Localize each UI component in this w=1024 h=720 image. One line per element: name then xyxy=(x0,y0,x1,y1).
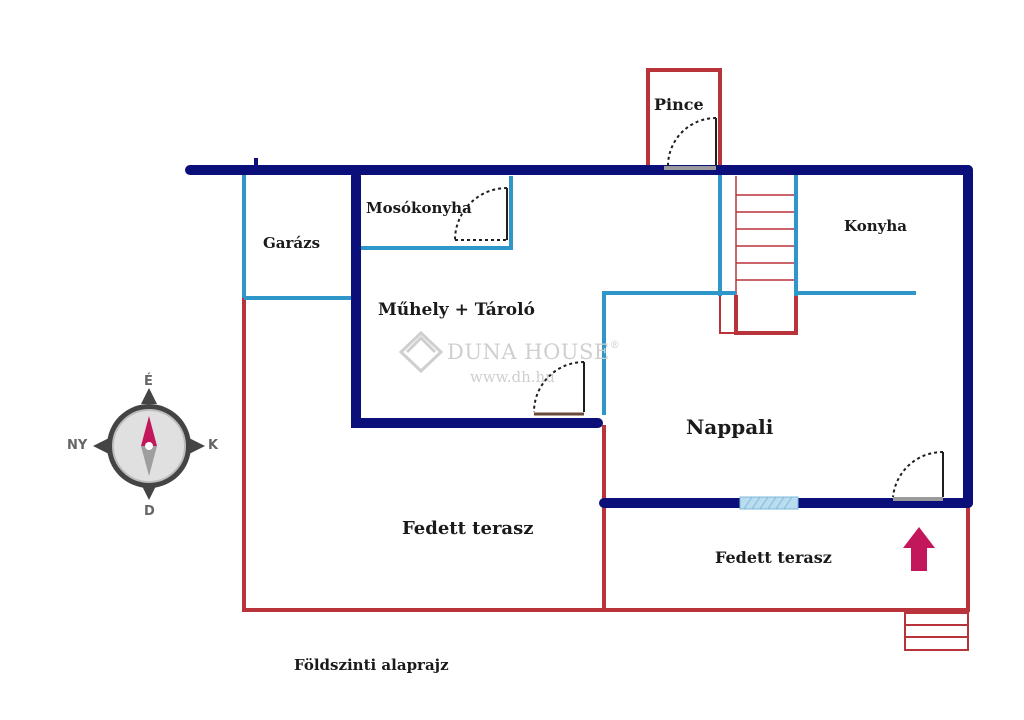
entry-steps xyxy=(904,612,969,651)
room-label-terasz-left: Fedett terasz xyxy=(402,518,534,539)
room-label-garazs: Garázs xyxy=(263,234,321,252)
compass-west: NY xyxy=(67,438,88,453)
room-label-konyha: Konyha xyxy=(844,217,907,235)
duna-house-logo-icon xyxy=(398,330,444,374)
terrace-walls xyxy=(242,68,970,651)
door-nappali xyxy=(892,450,944,501)
mosokonyha-walls xyxy=(356,176,513,250)
nappali-inner-wall xyxy=(602,291,736,415)
room-label-pince: Pince xyxy=(654,95,704,114)
window-hatch xyxy=(743,496,793,510)
compass-south: D xyxy=(144,504,155,519)
watermark-brand: DUNA HOUSE® xyxy=(447,340,620,364)
doors xyxy=(454,117,944,501)
compass-icon xyxy=(93,388,205,500)
stair-landing xyxy=(734,295,798,335)
watermark-registered: ® xyxy=(609,340,621,351)
watermark-brand-text: DUNA HOUSE xyxy=(447,340,610,364)
inner-walls xyxy=(242,170,916,415)
pince-walls xyxy=(646,68,722,165)
room-label-nappali: Nappali xyxy=(686,415,774,439)
room-label-mosokonyha: Mosókonyha xyxy=(366,199,472,217)
stair-side xyxy=(719,295,736,334)
door-pince xyxy=(664,117,717,170)
door-muhely xyxy=(533,361,585,416)
room-label-terasz-right: Fedett terasz xyxy=(715,548,832,567)
entrance-arrow-icon xyxy=(903,527,935,571)
staircase xyxy=(735,176,796,296)
plan-caption: Földszinti alaprajz xyxy=(294,656,449,674)
room-label-muhely: Műhely + Tároló xyxy=(378,300,535,320)
compass-east: K xyxy=(208,438,219,453)
muhely-walls xyxy=(351,171,603,428)
watermark-url: www.dh.hu xyxy=(470,368,555,386)
door-mosokonyha xyxy=(454,187,508,241)
compass-north: É xyxy=(144,374,153,389)
